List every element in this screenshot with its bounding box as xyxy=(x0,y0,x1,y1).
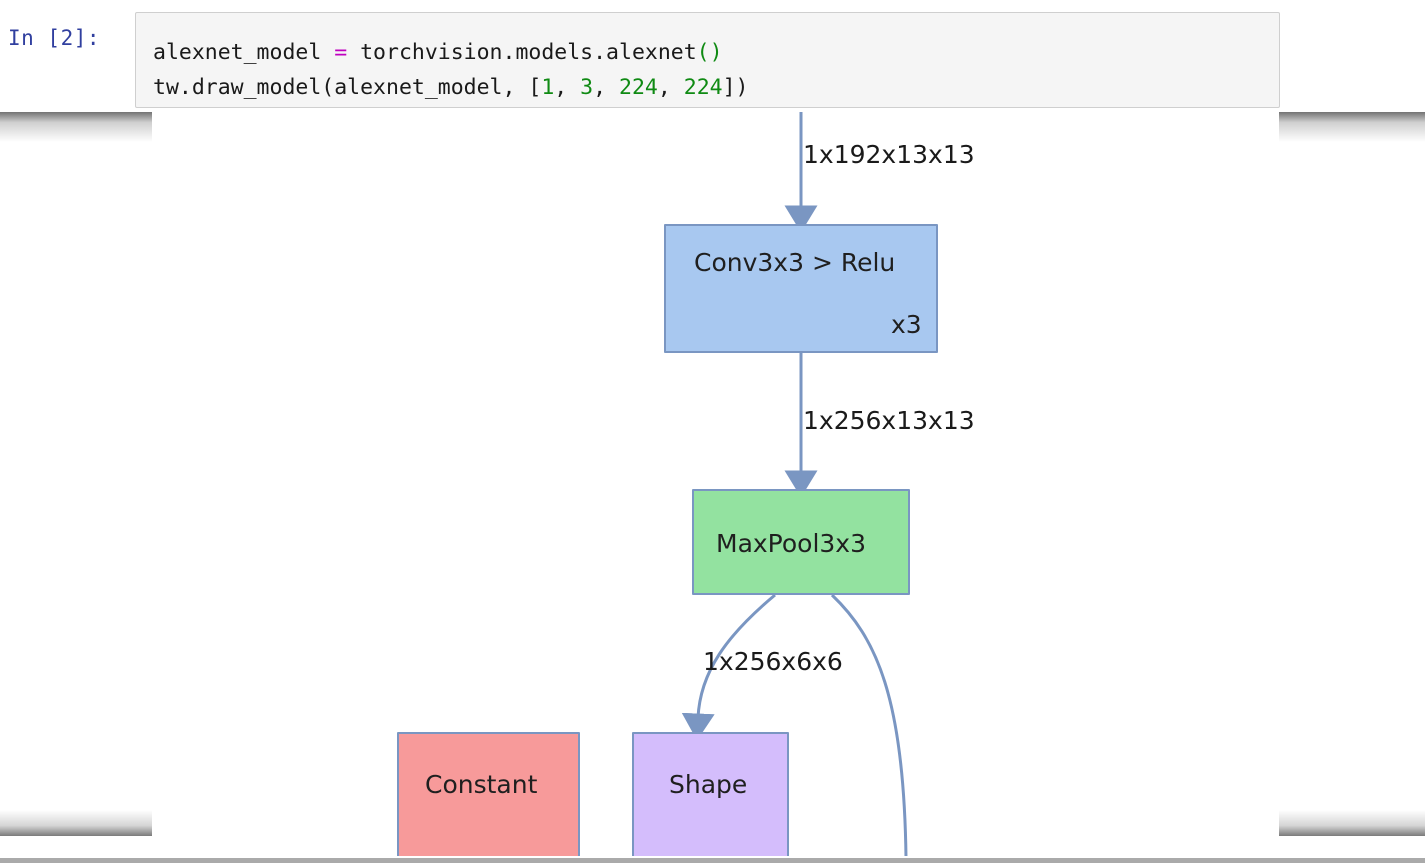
edge-maxpool-to-shape xyxy=(681,593,776,741)
code-token-num-2: 3 xyxy=(580,75,594,100)
code-line-1: alexnet_model = torchvision.models.alexn… xyxy=(153,42,723,64)
code-token-equals: = xyxy=(334,40,348,65)
code-token-sep-2: , xyxy=(593,75,620,100)
code-token-num-3: 224 xyxy=(619,75,658,100)
code-token-draw-call: tw.draw_model(alexnet_model, [ xyxy=(153,75,542,100)
graph-node-shape-label: Shape xyxy=(669,770,748,799)
graph-node-constant-label: Constant xyxy=(425,770,538,799)
notebook-input-cell: In [2]: alexnet_model = torchvision.mode… xyxy=(0,0,1425,112)
edge-label-tensor-shape-3: 1x256x6x6 xyxy=(703,647,843,676)
execution-count-prompt: In [2]: xyxy=(8,26,101,50)
code-token-assign-lhs: alexnet_model xyxy=(153,40,335,65)
code-token-sep-1: , xyxy=(554,75,581,100)
graph-node-maxpool3x3[interactable] xyxy=(692,489,910,595)
cell-output-area[interactable]: Conv3x3 > Relu x3 MaxPool3x3 Constant Sh… xyxy=(0,112,1425,858)
graph-node-maxpool3x3-label: MaxPool3x3 xyxy=(716,529,867,558)
model-graph-edges xyxy=(525,112,908,858)
edge-maxpool-to-offscreen xyxy=(830,593,908,858)
code-token-call-path: torchvision.models.alexnet xyxy=(347,40,697,65)
graph-node-conv3x3-relu-repeat-badge: x3 xyxy=(891,310,922,339)
code-token-parens: () xyxy=(696,40,723,65)
edge-label-tensor-shape-1: 1x192x13x13 xyxy=(803,140,975,169)
horizontal-scrollbar[interactable] xyxy=(0,856,1425,868)
code-token-num-4: 224 xyxy=(683,75,723,100)
code-line-2: tw.draw_model(alexnet_model, [1, 3, 224,… xyxy=(153,77,748,99)
horizontal-scrollbar-thumb[interactable] xyxy=(0,858,1425,863)
graph-node-conv3x3-relu[interactable] xyxy=(664,224,938,353)
code-token-sep-3: , xyxy=(657,75,684,100)
graph-node-conv3x3-relu-label: Conv3x3 > Relu xyxy=(694,248,896,277)
code-token-close: ]) xyxy=(722,75,749,100)
code-token-num-1: 1 xyxy=(541,75,555,100)
edge-label-tensor-shape-2: 1x256x13x13 xyxy=(803,406,975,435)
graph-node-shape[interactable] xyxy=(632,732,789,858)
code-editor[interactable]: alexnet_model = torchvision.models.alexn… xyxy=(135,12,1280,108)
